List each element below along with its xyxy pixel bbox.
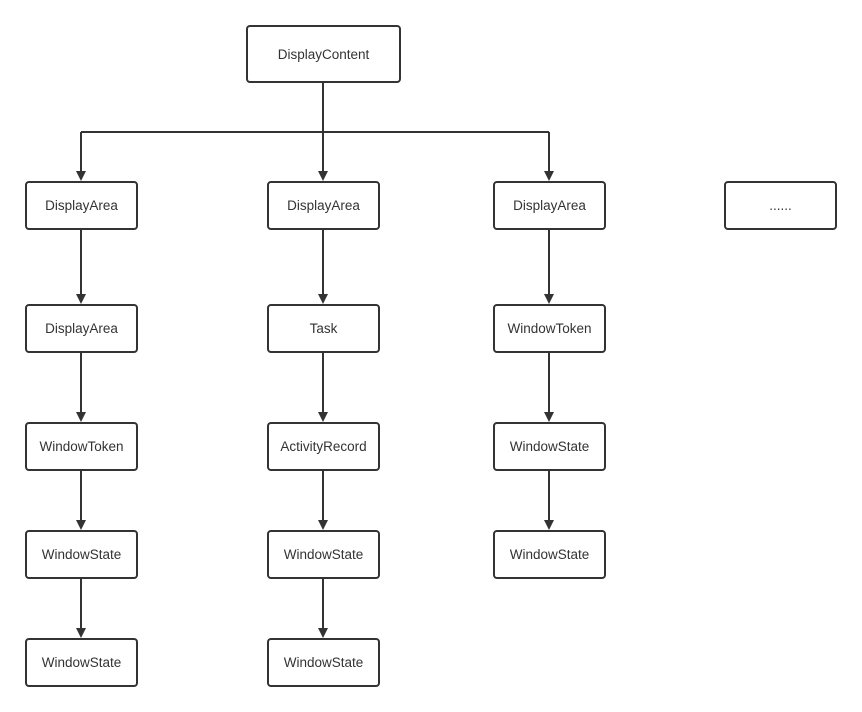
node-col2-activity-record: ActivityRecord <box>267 422 380 471</box>
node-ellipsis: ...... <box>724 181 837 230</box>
node-col1-window-state-2: WindowState <box>25 638 138 687</box>
node-col3-display-area: DisplayArea <box>493 181 606 230</box>
edge-col1-1-arrow <box>76 294 86 304</box>
edge-root-col3-arrow <box>544 171 554 181</box>
node-col3-window-state-2: WindowState <box>493 530 606 579</box>
node-display-content: DisplayContent <box>246 25 401 83</box>
node-col2-window-state-2: WindowState <box>267 638 380 687</box>
edge-col3-2-arrow <box>544 412 554 422</box>
node-col3-window-token: WindowToken <box>493 304 606 353</box>
edge-col3-1-arrow <box>544 294 554 304</box>
node-col1-window-state-1: WindowState <box>25 530 138 579</box>
edge-col1-4-arrow <box>76 628 86 638</box>
edge-col3-3-arrow <box>544 520 554 530</box>
edge-root-col2-arrow <box>318 171 328 181</box>
edge-col2-2-arrow <box>318 412 328 422</box>
node-col2-window-state-1: WindowState <box>267 530 380 579</box>
edge-col2-1-arrow <box>318 294 328 304</box>
edge-root-col1-arrow <box>76 171 86 181</box>
node-col1-window-token: WindowToken <box>25 422 138 471</box>
node-col1-display-area-1: DisplayArea <box>25 181 138 230</box>
node-col2-display-area: DisplayArea <box>267 181 380 230</box>
edge-col1-3-arrow <box>76 520 86 530</box>
node-col2-task: Task <box>267 304 380 353</box>
edge-col2-3-arrow <box>318 520 328 530</box>
edge-col1-2-arrow <box>76 412 86 422</box>
node-col3-window-state-1: WindowState <box>493 422 606 471</box>
edge-col2-4-arrow <box>318 628 328 638</box>
node-col1-display-area-2: DisplayArea <box>25 304 138 353</box>
